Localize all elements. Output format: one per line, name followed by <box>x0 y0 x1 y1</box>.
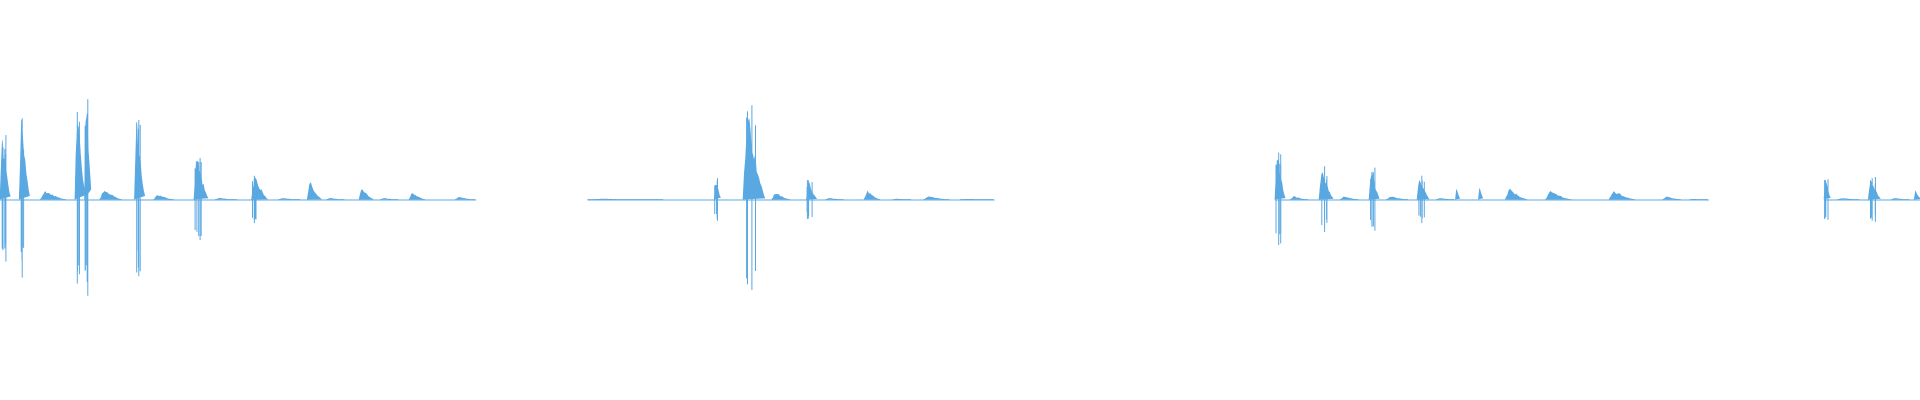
waveform-burst <box>454 197 475 200</box>
waveform-burst <box>825 198 844 200</box>
waveform-segment-1 <box>0 99 475 296</box>
waveform-burst <box>380 198 399 200</box>
waveform-burst <box>1386 196 1409 200</box>
waveform-burst <box>1274 159 1286 200</box>
waveform-burst <box>863 190 881 200</box>
waveform-burst <box>306 182 322 200</box>
waveform-burst <box>134 121 146 200</box>
waveform-burst <box>1608 191 1635 200</box>
waveform-burst <box>326 197 345 200</box>
waveform-burst <box>1478 188 1484 200</box>
waveform-burst <box>1340 196 1359 200</box>
waveform-burst <box>771 193 790 200</box>
waveform-burst <box>1913 190 1920 200</box>
waveform-burst <box>99 190 122 200</box>
waveform-segment-3 <box>1274 152 1708 245</box>
waveform-burst <box>358 189 374 200</box>
waveform-segment-2 <box>587 105 994 290</box>
waveform-burst <box>40 190 66 200</box>
waveform-burst <box>153 195 174 200</box>
waveform-burst <box>215 198 237 200</box>
waveform-burst <box>1290 196 1309 200</box>
waveform-burst <box>923 196 950 200</box>
waveform-burst <box>1545 190 1572 200</box>
waveform-burst <box>1837 198 1860 200</box>
waveform-burst <box>278 198 301 200</box>
waveform-burst <box>408 193 425 200</box>
waveform-burst <box>1891 198 1910 200</box>
waveform-segment-4 <box>1823 177 1920 222</box>
waveform-burst <box>1436 198 1455 200</box>
waveform-burst <box>1455 189 1461 200</box>
waveform-burst <box>74 126 86 200</box>
waveform-burst <box>1662 196 1681 200</box>
waveform-burst <box>1505 188 1528 200</box>
